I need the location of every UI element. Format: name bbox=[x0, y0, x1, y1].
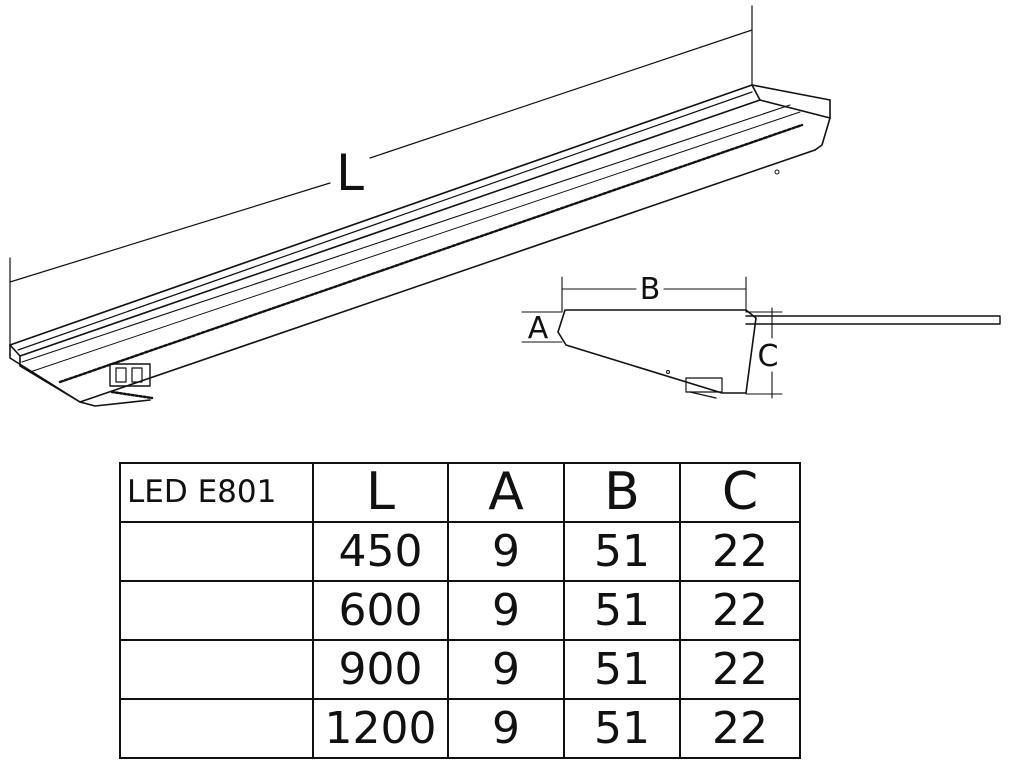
table-cell: 22 bbox=[679, 580, 801, 641]
table-cell: 51 bbox=[563, 521, 681, 582]
table-cell: 9 bbox=[447, 639, 565, 700]
c-label: C bbox=[758, 339, 779, 374]
table-cell: 450 bbox=[312, 521, 449, 582]
table-cell: 1200 bbox=[312, 698, 449, 759]
table-cell: 51 bbox=[563, 698, 681, 759]
table-cell bbox=[119, 639, 314, 700]
table-header-row: LED E801 L A B C bbox=[119, 462, 801, 523]
table-cell: 22 bbox=[679, 521, 801, 582]
dimension-labels: L A B C bbox=[336, 144, 778, 374]
table-cell: 9 bbox=[447, 521, 565, 582]
luminaire-body bbox=[9, 84, 831, 407]
length-dimension-lines bbox=[9, 5, 753, 346]
table-cell bbox=[119, 580, 314, 641]
cross-section bbox=[557, 309, 1001, 399]
header-model: LED E801 bbox=[119, 462, 314, 523]
table-row: 600 9 51 22 bbox=[119, 580, 801, 641]
table-cell: 22 bbox=[679, 639, 801, 700]
table-cell: 900 bbox=[312, 639, 449, 700]
header-l: L bbox=[312, 462, 449, 523]
table-cell: 51 bbox=[563, 580, 681, 641]
header-c: C bbox=[679, 462, 801, 523]
table-cell: 51 bbox=[563, 639, 681, 700]
table-cell bbox=[119, 521, 314, 582]
table-cell: 22 bbox=[679, 698, 801, 759]
table-cell: 600 bbox=[312, 580, 449, 641]
table-cell bbox=[119, 698, 314, 759]
section-dimension-lines bbox=[521, 276, 783, 399]
table-row: 900 9 51 22 bbox=[119, 639, 801, 700]
header-b: B bbox=[563, 462, 681, 523]
table-row: 1200 9 51 22 bbox=[119, 698, 801, 759]
a-label: A bbox=[528, 311, 549, 346]
header-a: A bbox=[447, 462, 565, 523]
table-row: 450 9 51 22 bbox=[119, 521, 801, 582]
length-label: L bbox=[336, 144, 364, 202]
table-cell: 9 bbox=[447, 698, 565, 759]
b-label: B bbox=[640, 272, 661, 307]
dimensions-table: LED E801 L A B C 450 9 51 22 600 9 51 22… bbox=[119, 462, 801, 759]
table-cell: 9 bbox=[447, 580, 565, 641]
luminaire-drawing: L A B C bbox=[9, 5, 1001, 407]
